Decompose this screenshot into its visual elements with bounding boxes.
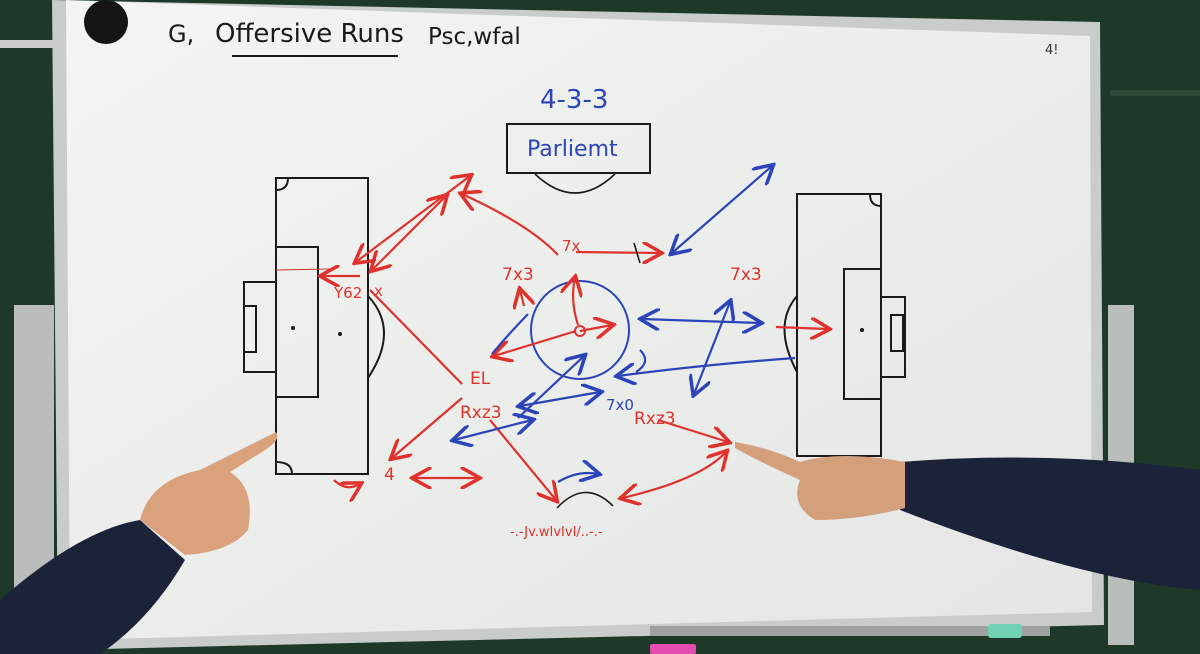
label-box — [506, 123, 651, 174]
red-run-arrows — [322, 176, 828, 500]
marker[interactable] — [650, 644, 696, 654]
corner-note: 4! — [1045, 43, 1058, 58]
blue-run-arrows — [454, 166, 796, 482]
left-goal-area — [243, 177, 385, 475]
marker-tray — [650, 626, 1050, 636]
formation-label: 4-3-3 — [540, 85, 608, 115]
board-title: Offersive Runs — [215, 19, 404, 49]
marker[interactable] — [988, 624, 1022, 638]
label-7x3-left: 7x3 — [502, 265, 534, 285]
stand-left — [14, 305, 54, 605]
label-7x0: 7x0 — [606, 396, 634, 414]
right-goal-area — [783, 193, 906, 457]
title-prefix: G, — [168, 20, 194, 48]
arc — [534, 173, 616, 194]
title-suffix: Psc,wfal — [428, 24, 521, 50]
label-7x-top: 7x — [562, 237, 581, 255]
label-rxz3-left: Rxz3 — [460, 403, 502, 423]
label-rxz3-right: Rxz3 — [634, 409, 676, 429]
label-7x3-right: 7x3 — [730, 265, 762, 285]
right-hand-pointing — [735, 442, 1200, 590]
scribble-text: -.-Jv.wIvIvI/..-.- — [510, 525, 603, 540]
left-hand-pointing — [0, 432, 278, 654]
label-y62: Y62 — [333, 284, 362, 302]
box-label: Parliemt — [527, 137, 618, 162]
wall-rail — [1110, 90, 1200, 96]
label-x: x — [374, 282, 383, 300]
wall-rail — [0, 40, 60, 48]
magnet — [84, 0, 128, 44]
label-four: 4 — [384, 465, 395, 485]
label-el: EL — [470, 369, 491, 389]
